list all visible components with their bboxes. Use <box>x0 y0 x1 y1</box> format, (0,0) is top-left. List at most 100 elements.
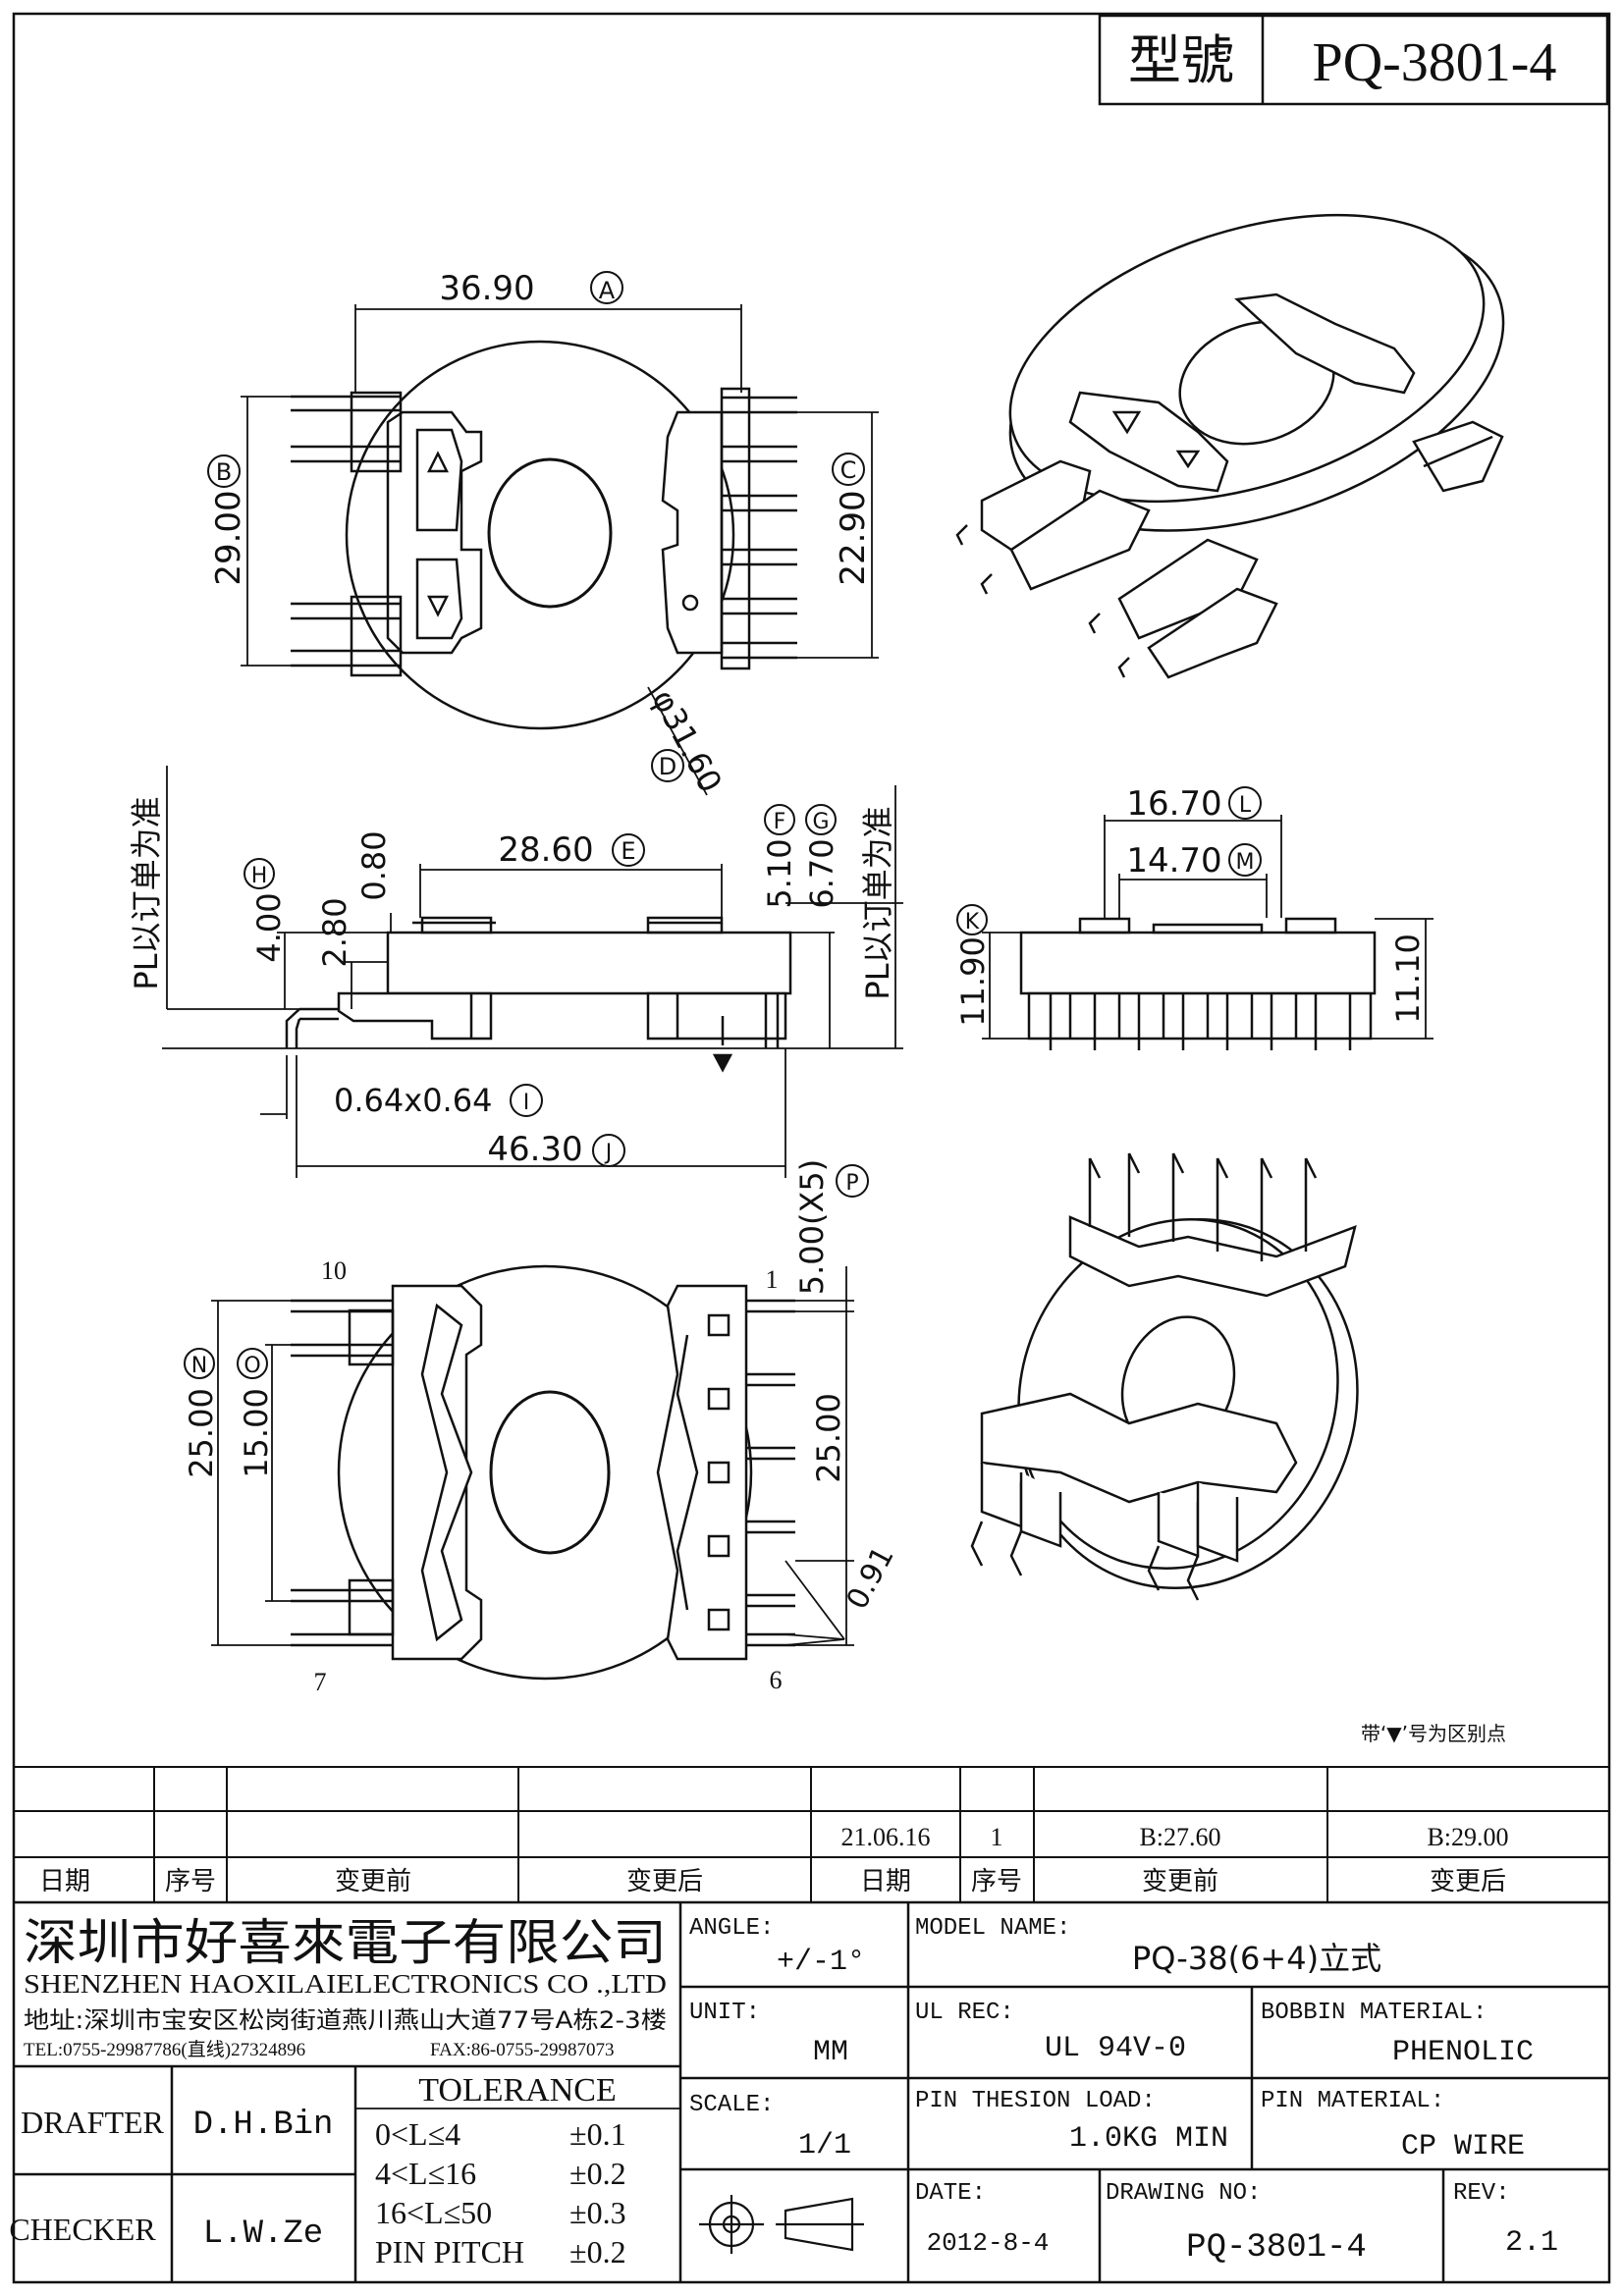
rev-header-seq-1: 序号 <box>165 1867 216 1896</box>
spec-block: ANGLE: +/-1° MODEL NAME: PQ-38(6+4)立式 UN… <box>689 1915 1558 2267</box>
drafter-value: D.H.Bin <box>193 2107 334 2144</box>
date-value: 2012-8-4 <box>927 2228 1050 2258</box>
dim-j-tag: J <box>604 1141 613 1165</box>
unit-label: UNIT: <box>689 2000 760 2026</box>
drafter-label: DRAFTER <box>21 2105 164 2140</box>
sheet-border <box>12 12 1611 2284</box>
company-fax: FAX:86-0755-29987073 <box>430 2040 615 2060</box>
dim-k-value: 11.90 <box>954 936 992 1027</box>
pin-material-label: PIN MATERIAL: <box>1261 2088 1444 2114</box>
angle-value: +/-1° <box>777 1946 865 1979</box>
top-view <box>291 340 797 730</box>
scale-value: 1/1 <box>798 2129 851 2163</box>
end-view <box>1019 917 1377 1050</box>
drawing-no-value: PQ-3801-4 <box>1186 2229 1367 2267</box>
pin-label-6: 6 <box>770 1666 783 1694</box>
bottom-view-labels: 10 1 7 6 5.00(X5) P 25.00 N 15.00 O 25.0… <box>183 1159 901 1696</box>
revision-table <box>14 1766 1609 1904</box>
side-view <box>285 916 792 1073</box>
rev-header-seq-2: 序号 <box>971 1867 1022 1896</box>
dim-p-tag: P <box>845 1171 858 1196</box>
ul-label: UL REC: <box>915 2000 1014 2026</box>
dim-0-80-value: 0.80 <box>355 830 393 900</box>
tolerance-value-0: ±0.1 <box>569 2116 626 2152</box>
rev-row2-date: 21.06.16 <box>841 1823 931 1851</box>
dim-i-value: 0.64x0.64 <box>334 1082 492 1119</box>
tolerance-range-0: 0<L≤4 <box>375 2116 460 2152</box>
model-name-label: MODEL NAME: <box>915 1915 1070 1942</box>
tolerance-range-1: 4<L≤16 <box>375 2156 476 2191</box>
dim-h-value: 4.00 <box>250 892 288 962</box>
bobbin-material-label: BOBBIN MATERIAL: <box>1261 2000 1487 2026</box>
header-model-number: PQ-3801-4 <box>1313 32 1557 93</box>
dim-g-tag: G <box>812 810 829 834</box>
angle-label: ANGLE: <box>689 1915 774 1942</box>
dim-c-tag: C <box>840 456 857 484</box>
company-name-cn: 深圳市好喜來電子有限公司 <box>24 1915 667 1970</box>
dim-m-value: 14.70 <box>1126 841 1221 881</box>
pin-label-10: 10 <box>321 1256 347 1285</box>
checker-label: CHECKER <box>9 2212 156 2247</box>
dim-h-tag: H <box>251 864 268 888</box>
people-block: DRAFTER D.H.Bin CHECKER L.W.Ze <box>9 2105 333 2253</box>
pin-label-1: 1 <box>766 1265 779 1294</box>
dim-f-tag: F <box>774 810 786 834</box>
distinction-note: 带‘▼’号为区别点 <box>1361 1722 1506 1745</box>
pin-load-value: 1.0KG MIN <box>1069 2122 1228 2156</box>
pin-label-7: 7 <box>314 1668 327 1696</box>
header-model-label: 型號 <box>1128 29 1234 91</box>
tolerance-block: TOLERANCE 0<L≤4 ±0.1 4<L≤16 ±0.2 16<L≤50… <box>375 2072 626 2269</box>
revision-table-text: 21.06.16 1 B:27.60 B:29.00 日期 序号 变更前 变更后… <box>39 1823 1509 1896</box>
scale-label: SCALE: <box>689 2092 774 2118</box>
top-view-dims <box>241 304 879 796</box>
isometric-view-top <box>955 213 1505 679</box>
end-view-labels: 16.70 L 14.70 M 11.90 K 11.10 <box>954 784 1427 1027</box>
tolerance-range-3: PIN PITCH <box>375 2234 524 2269</box>
dim-n-value: 25.00 <box>183 1388 220 1478</box>
checker-value: L.W.Ze <box>203 2216 323 2253</box>
dim-m-tag: M <box>1236 850 1255 875</box>
dim-f-value: 5.10 <box>761 838 798 908</box>
dim-b-tag: B <box>216 458 232 486</box>
date-label: DATE: <box>915 2180 986 2207</box>
pl-note-right: PL以订单为准 <box>859 806 896 999</box>
rev-row2-before: B:27.60 <box>1139 1823 1220 1851</box>
title-block-grid <box>14 1902 1609 2282</box>
dim-d-value: φ31.60 <box>644 683 729 798</box>
rev-row2-seq: 1 <box>991 1823 1003 1851</box>
dim-c-value: 22.90 <box>834 490 873 585</box>
top-bore <box>487 457 613 609</box>
rev-value: 2.1 <box>1505 2226 1558 2260</box>
top-view-labels: 36.90 A 29.00 B 22.90 C φ31.60 D <box>207 269 873 799</box>
dim-i-tag: I <box>523 1091 530 1115</box>
company-block: 深圳市好喜來電子有限公司 SHENZHEN HAOXILAIELECTRONIC… <box>24 1915 667 2060</box>
tolerance-title: TOLERANCE <box>418 2072 616 2109</box>
company-name-en: SHENZHEN HAOXILAIELECTRONICS CO .,LTD <box>24 1969 667 1999</box>
dim-o-tag: O <box>243 1354 260 1378</box>
rev-header-before-1: 变更前 <box>335 1867 411 1896</box>
bobbin-material-value: PHENOLIC <box>1392 2036 1534 2069</box>
dim-e-value: 28.60 <box>498 830 593 870</box>
dim-p-value: 5.00(X5) <box>793 1159 831 1296</box>
rev-header-before-2: 变更前 <box>1142 1867 1218 1896</box>
dim-a-value: 36.90 <box>439 269 534 308</box>
header-model-box: 型號 PQ-3801-4 <box>1098 14 1609 106</box>
model-name-value: PQ-38(6+4)立式 <box>1132 1940 1381 1977</box>
dim-g-value: 6.70 <box>803 838 840 908</box>
company-address: 地址:深圳市宝安区松岗街道燕川燕山大道77号A栋2-3楼 <box>24 2006 667 2034</box>
dim-l-tag: L <box>1239 793 1252 818</box>
dim-b-value: 29.00 <box>209 490 248 585</box>
rev-header-date-2: 日期 <box>860 1867 911 1896</box>
drawing-no-label: DRAWING NO: <box>1106 2180 1261 2207</box>
company-tel: TEL:0755-29987786(直线)27324896 <box>24 2039 305 2060</box>
ul-value: UL 94V-0 <box>1045 2032 1186 2065</box>
rev-label: REV: <box>1453 2180 1510 2207</box>
bottom-view-dims <box>211 1266 854 1646</box>
bottom-view <box>291 1264 795 1681</box>
dim-l-value: 16.70 <box>1126 784 1221 824</box>
dim-o-value: 15.00 <box>238 1388 275 1478</box>
unit-value: MM <box>813 2036 848 2069</box>
dim-25-00-right-value: 25.00 <box>810 1393 847 1483</box>
rev-header-date-1: 日期 <box>39 1867 90 1896</box>
